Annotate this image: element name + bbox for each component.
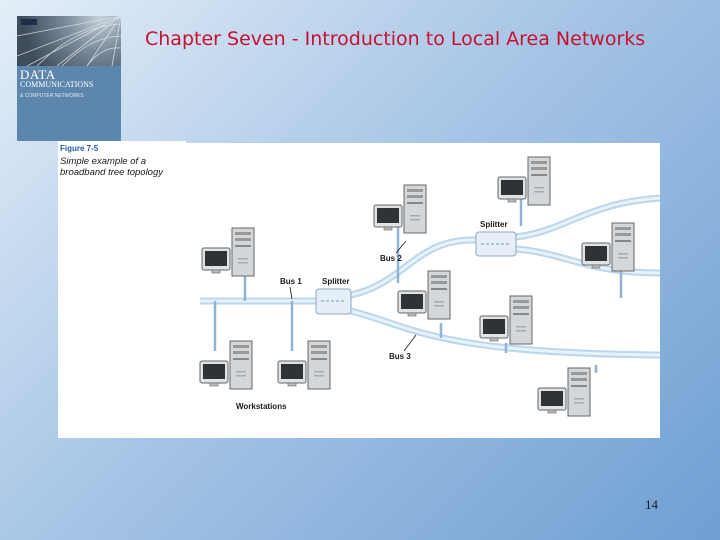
label-workstations: Workstations: [236, 402, 287, 411]
page-number: 14: [645, 497, 658, 512]
publisher-logo: [21, 19, 37, 25]
workstation-7: [199, 340, 253, 390]
cover-photo: [17, 16, 121, 67]
label-splitter-left: Splitter: [322, 277, 350, 286]
workstation-9: [537, 367, 591, 417]
bus-cables: [200, 194, 660, 359]
figure-number: Figure 7-5: [60, 144, 99, 153]
drop-lines: [213, 181, 623, 373]
splitter-left: [315, 288, 352, 315]
cover-subtitle: COMMUNICATIONS: [20, 80, 94, 89]
workstation-6: [479, 295, 533, 345]
workstation-1: [201, 227, 255, 277]
cover-title: DATA: [20, 67, 56, 82]
label-bus-1: Bus 1: [280, 277, 302, 286]
workstation-4: [581, 222, 635, 272]
label-bus-3: Bus 3: [389, 352, 411, 361]
workstation-2: [373, 184, 427, 234]
figure-caption-panel: Figure 7-5 Simple example of a broadband…: [58, 141, 186, 438]
workstation-3: [497, 156, 551, 206]
label-splitter-right: Splitter: [480, 220, 508, 229]
workstation-8: [277, 340, 331, 390]
book-cover-image: DATA COMMUNICATIONS & COMPUTER NETWORKS: [17, 16, 121, 141]
network-diagram: Bus 1 Splitter Splitter Bus 2 Bus 3 Work…: [186, 143, 660, 438]
splitter-right: [475, 231, 517, 257]
slide-title: Chapter Seven - Introduction to Local Ar…: [145, 28, 646, 50]
label-bus-2: Bus 2: [380, 254, 402, 263]
cover-band: [17, 66, 121, 141]
cover-subtitle-line: & COMPUTER NETWORKS: [20, 93, 84, 99]
figure-caption: Simple example of a broadband tree topol…: [60, 156, 163, 178]
workstation-5: [397, 270, 451, 320]
